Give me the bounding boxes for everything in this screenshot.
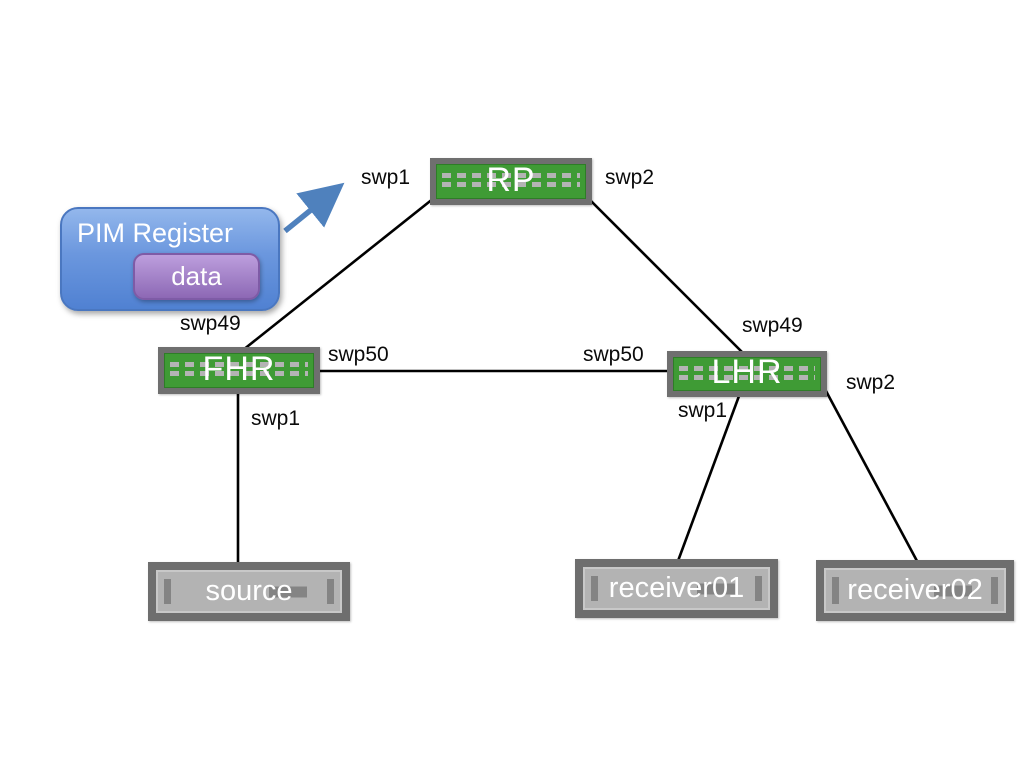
link-rp-lhr — [587, 197, 745, 355]
port-label-fhr-swp1: swp1 — [251, 407, 301, 430]
switch-icon: RP — [436, 160, 586, 199]
server-icon: source — [156, 570, 342, 613]
server-icon: receiver01 — [583, 567, 770, 610]
pim-register-callout-title: PIM Register — [77, 218, 234, 248]
port-label-rp-swp1: swp1 — [361, 166, 411, 189]
port-label-lhr-swp1: swp1 — [678, 399, 728, 422]
switch-ports-row — [679, 375, 815, 380]
switch-ports-row — [170, 371, 308, 376]
node-lhr-label: LHR — [711, 352, 783, 391]
node-fhr-label: FHR — [202, 349, 276, 388]
node-receiver02-label: receiver02 — [847, 574, 983, 606]
server-slot-dash — [933, 585, 972, 596]
pim-register-arrow — [283, 182, 345, 234]
server-slot-dash — [269, 586, 308, 597]
node-fhr: FHR — [158, 347, 320, 394]
port-label-rp-swp2: swp2 — [605, 166, 655, 189]
switch-icon: LHR — [673, 353, 821, 391]
server-icon: receiver02 — [824, 568, 1006, 613]
switch-ports-row — [679, 366, 815, 371]
switch-ports-row — [170, 362, 308, 367]
node-rp-label: RP — [486, 160, 536, 199]
node-source-label: source — [205, 575, 293, 607]
link-lhr-receiver01 — [676, 395, 741, 562]
node-receiver02: receiver02 — [816, 560, 1014, 621]
port-label-lhr-swp49: swp49 — [742, 314, 803, 337]
node-lhr: LHR — [667, 351, 827, 397]
port-label-fhr-swp50: swp50 — [328, 343, 389, 366]
node-receiver01-label: receiver01 — [608, 572, 745, 604]
port-label-lhr-swp50: swp50 — [583, 343, 644, 366]
link-lhr-receiver02 — [824, 390, 919, 562]
node-source: source — [148, 562, 350, 621]
node-rp: RP — [430, 158, 592, 205]
switch-icon: FHR — [164, 349, 314, 388]
switch-ports-row — [442, 173, 580, 178]
server-slot-dash — [697, 583, 736, 594]
node-receiver01: receiver01 — [575, 559, 778, 618]
port-label-fhr-swp49: swp49 — [180, 312, 241, 335]
link-fhr-rp — [242, 196, 435, 352]
data-tag: data — [133, 253, 260, 300]
switch-ports-row — [442, 182, 580, 187]
port-label-lhr-swp2: swp2 — [846, 371, 896, 394]
